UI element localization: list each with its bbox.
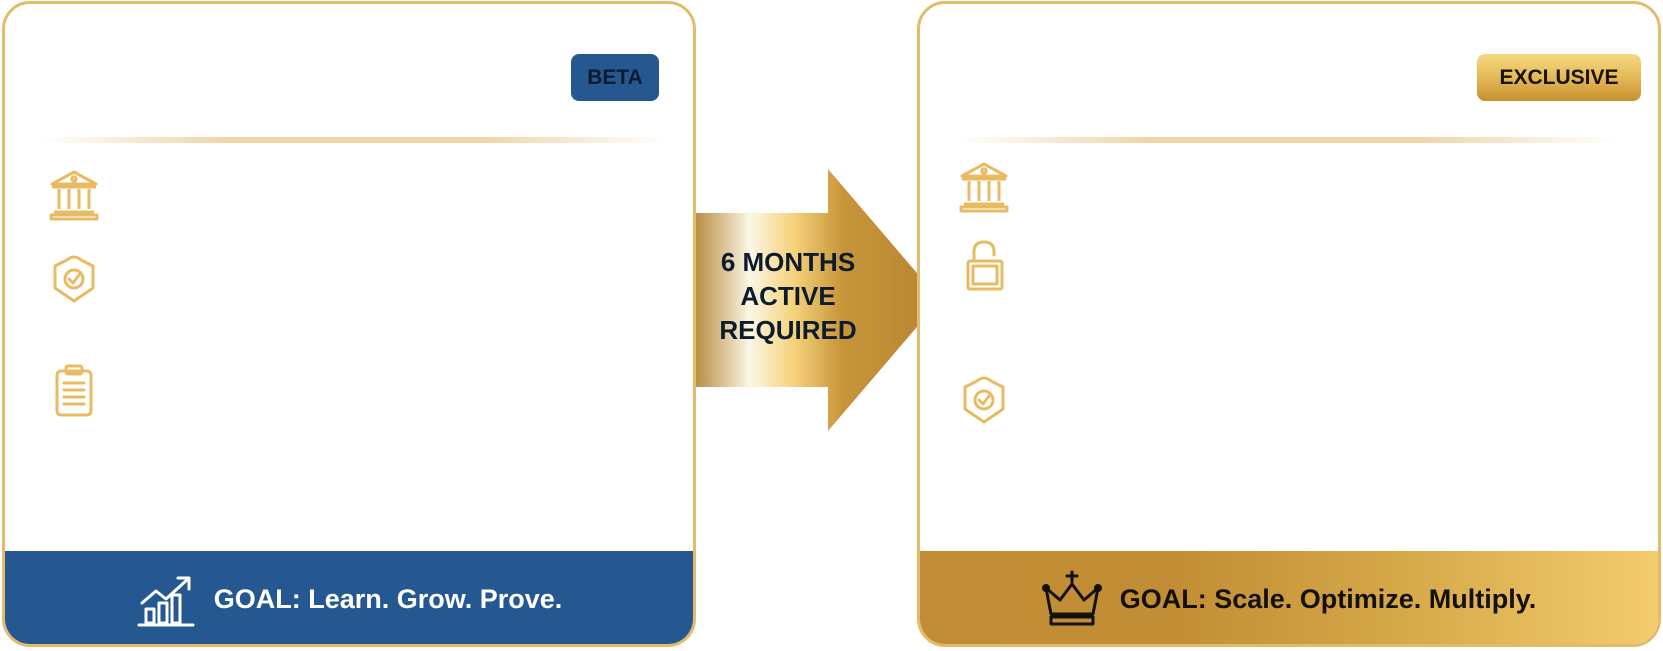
growth-chart-icon <box>136 569 196 629</box>
header-divider <box>956 137 1616 143</box>
beta-goal-text: GOAL: Learn. Grow. Prove. <box>213 583 563 614</box>
exclusive-goal-text: GOAL: Scale. Optimize. Multiply. <box>1119 583 1537 614</box>
clipboard-icon <box>49 363 99 419</box>
header-divider <box>41 137 667 143</box>
exclusive-tier-card: EXCLUSIVE <box>917 1 1661 647</box>
shield-check-icon <box>49 252 99 308</box>
exclusive-badge: EXCLUSIVE <box>1477 54 1641 101</box>
bank-icon <box>49 167 99 223</box>
exclusive-goal-footer: GOAL: Scale. Optimize. Multiply. <box>920 551 1658 644</box>
beta-badge: BETA <box>571 54 659 101</box>
beta-tier-card: BETA <box>2 1 696 647</box>
transition-requirement-text: 6 MONTHS ACTIVE REQUIRED <box>719 247 857 345</box>
bank-icon <box>959 159 1009 215</box>
transition-arrow: 6 MONTHS ACTIVE REQUIRED <box>696 169 940 431</box>
crown-icon <box>1041 569 1102 629</box>
unlock-icon <box>962 239 1012 295</box>
beta-goal-footer: GOAL: Learn. Grow. Prove. <box>5 551 693 644</box>
shield-check-icon <box>959 373 1009 429</box>
